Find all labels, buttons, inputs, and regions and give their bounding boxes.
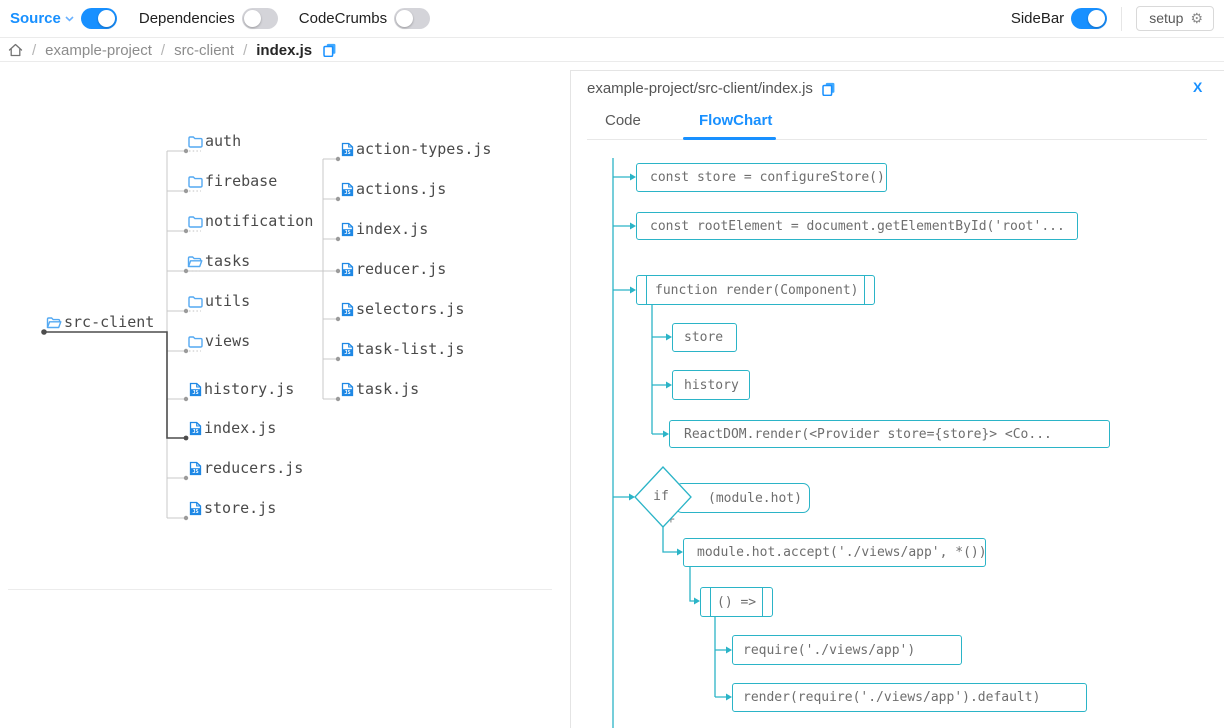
breadcrumb-separator: / [160,41,166,59]
tree-lines [41,148,341,521]
tree-node-history-js[interactable]: history.js [189,379,294,399]
sidebar-label: SideBar [1010,10,1065,27]
toggle-knob [396,10,414,27]
js-file-icon [341,222,354,237]
js-file-icon [341,342,354,357]
flow-node-history[interactable]: history [672,370,750,400]
plus-label: + [667,512,675,527]
folder-open-icon [187,255,203,268]
folder-icon [188,215,203,228]
close-button[interactable]: X [1193,79,1203,95]
tabs-divider [587,139,1207,140]
sidebar-group: SideBar [1010,8,1108,29]
flow-node-function-render[interactable]: function render(Component) [636,275,875,305]
breadcrumb: / example-project / src-client / index.j… [0,39,1224,62]
flow-node-module-hot-condition[interactable]: (module.hot) [675,483,810,513]
sidebar-toggle[interactable] [1071,8,1108,29]
toggle-knob [243,10,261,27]
breadcrumb-separator: / [243,41,248,59]
tree-node-actions-js[interactable]: actions.js [341,179,446,199]
dependencies-label: Dependencies [138,10,235,27]
chevron-down-icon [65,15,74,22]
breadcrumb-separator: / [32,41,37,59]
source-label: Source [10,10,61,27]
tree-node-reducers-js[interactable]: reducers.js [189,458,303,478]
flow-node-const-store[interactable]: const store = configureStore() [636,163,887,192]
tree-node-utils[interactable]: utils [188,291,250,311]
if-diamond[interactable] [630,462,696,532]
gear-icon: ⚙ [1190,10,1203,26]
flow-node-render-require[interactable]: render(require('./views/app').default) [732,683,1087,712]
flow-node-store[interactable]: store [672,323,737,352]
js-file-icon [341,262,354,277]
tree-node-task-list-js[interactable]: task-list.js [341,339,464,359]
flow-node-arrow-function[interactable]: () => [700,587,773,617]
tree-node-action-types-js[interactable]: action-types.js [341,139,491,159]
tab-flowchart[interactable]: FlowChart [699,112,773,129]
folder-icon [188,135,203,148]
flow-node-module-hot-accept[interactable]: module.hot.accept('./views/app', *()) [683,538,987,567]
tree-node-tasks-index-js[interactable]: index.js [341,219,428,239]
js-file-icon [341,382,354,397]
tree-pane-bottom-border [8,589,552,590]
tree-node-notification[interactable]: notification [188,211,313,231]
js-file-icon [341,182,354,197]
tree-node-firebase[interactable]: firebase [188,171,277,191]
flow-node-require[interactable]: require('./views/app') [732,635,962,665]
folder-icon [188,295,203,308]
flow-node-const-rootelement[interactable]: const rootElement = document.getElementB… [636,212,1078,240]
js-file-icon [189,461,202,476]
breadcrumb-item-src-client[interactable]: src-client [174,41,235,59]
codecrumbs-label: CodeCrumbs [298,10,388,27]
toggle-knob [1088,10,1106,27]
breadcrumb-item-example-project[interactable]: example-project [45,41,152,59]
codecrumbs-group: CodeCrumbs [298,8,431,29]
home-icon[interactable] [8,43,23,57]
copy-icon[interactable] [822,82,835,96]
source-group: Source [10,8,117,29]
toggle-knob [97,10,115,27]
tree-node-task-js[interactable]: task.js [341,379,419,399]
panel-title: example-project/src-client/index.js [587,80,835,97]
source-toggle[interactable] [80,8,117,29]
copy-icon[interactable] [323,43,336,57]
toolbar-divider [1121,6,1123,31]
breadcrumb-item-index-js[interactable]: index.js [256,41,313,59]
flow-node-reactdom-render[interactable]: ReactDOM.render(<Provider store={store}>… [669,420,1110,448]
setup-label: setup [1149,10,1184,26]
active-tab-underline [683,137,776,140]
tree-node-views[interactable]: views [188,331,250,351]
tree-node-index-js[interactable]: index.js [189,418,276,438]
tree-node-store-js[interactable]: store.js [189,498,276,518]
dependencies-group: Dependencies [139,8,278,29]
folder-icon [188,175,203,188]
js-file-icon [341,302,354,317]
tree-node-label: src-client [64,313,155,331]
codecrumbs-toggle[interactable] [394,8,431,29]
js-file-icon [189,382,202,397]
tree-node-tasks[interactable]: tasks [187,251,250,271]
js-file-icon [341,142,354,157]
folder-icon [188,335,203,348]
source-button[interactable]: Source [10,10,74,27]
tree-node-src-client[interactable]: src-client [46,312,154,332]
folder-open-icon [46,316,62,329]
setup-button[interactable]: setup ⚙ [1136,6,1214,31]
dependencies-toggle[interactable] [241,8,278,29]
js-file-icon [189,421,202,436]
tab-code[interactable]: Code [605,112,641,129]
tree-node-reducer-js[interactable]: reducer.js [341,259,446,279]
tree-node-auth[interactable]: auth [188,131,241,151]
top-toolbar: Source Dependencies CodeCrumbs SideBar s… [0,0,1224,38]
tree-node-selectors-js[interactable]: selectors.js [341,299,464,319]
js-file-icon [189,501,202,516]
